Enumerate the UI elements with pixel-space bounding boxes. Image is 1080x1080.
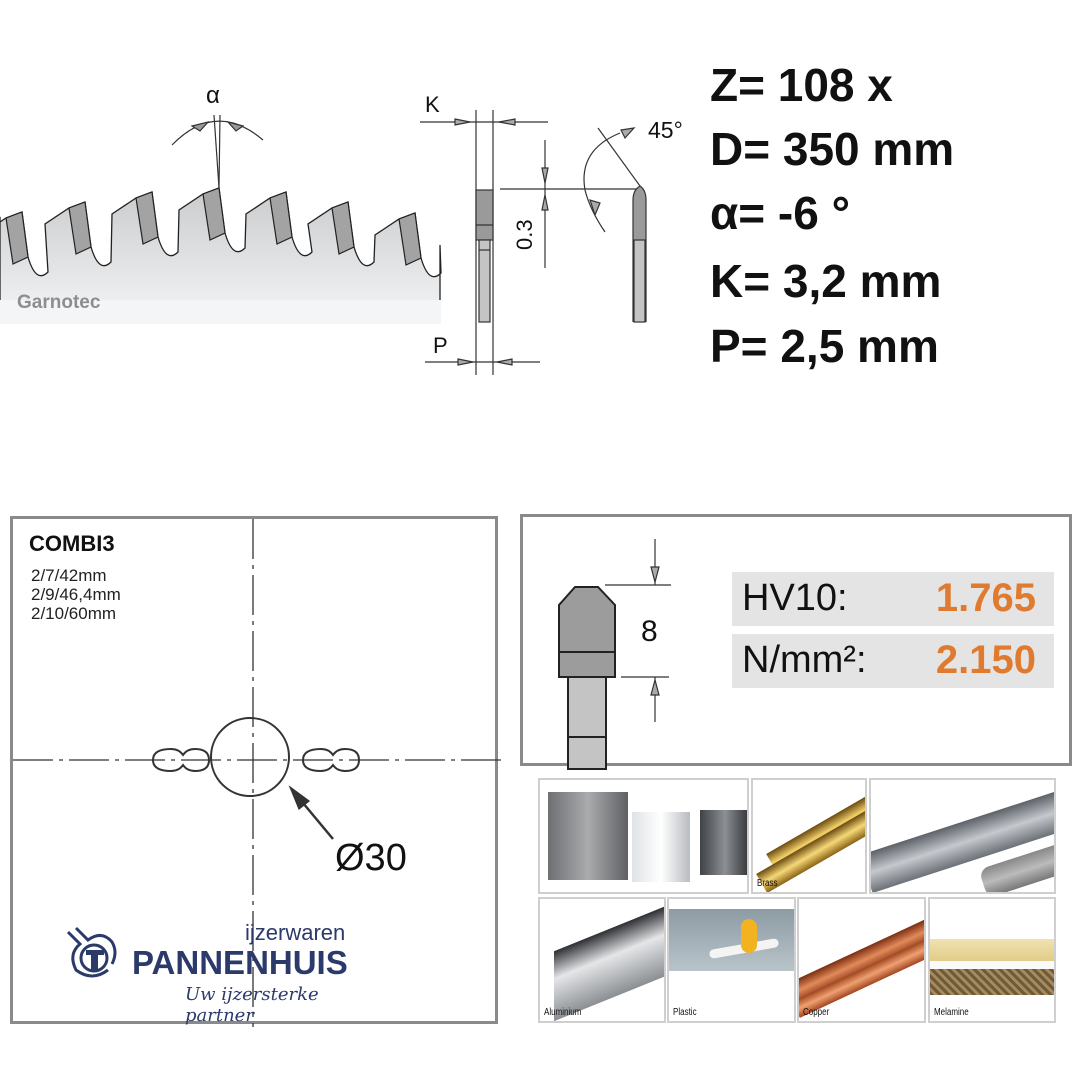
carbide-tip (5, 211, 29, 265)
kerf-label: K (425, 92, 440, 117)
hardness-value: 1.765 (935, 576, 1036, 620)
bore-diameter-label: Ø30 (335, 837, 407, 879)
material-label: Plastic (673, 1007, 697, 1018)
spec-plate: P= 2,5 mm (710, 320, 939, 372)
carbide-tip (68, 201, 92, 255)
logo-name: PANNENHUIS (132, 944, 348, 981)
hardness-label: HV10: (742, 577, 848, 619)
carbide-tip (269, 191, 293, 245)
tip-height-drawing (558, 539, 671, 770)
logo-mark-icon (66, 926, 117, 978)
bevel-angle-label: 45° (648, 117, 683, 143)
material-image-steel-profile (869, 778, 1056, 894)
material-tile-plastic: Plastic (667, 897, 796, 1023)
tooth-offset-label: 0.3 (512, 219, 537, 250)
carbide-tip (331, 201, 355, 255)
material-tile-melamine: Melamine (928, 897, 1056, 1023)
hardness-row-hv10: HV10: 1.765 (732, 572, 1054, 626)
blade-type-title: COMBI3 (29, 531, 115, 556)
material-label: Melamine (934, 1007, 969, 1018)
carbide-tip (398, 212, 422, 266)
alpha-angle-marker (171, 114, 264, 189)
tip-height-label: 8 (641, 615, 658, 648)
carbide-tip (135, 191, 159, 245)
plate-label: P (433, 333, 448, 358)
material-tile-copper: Copper (797, 897, 926, 1023)
saw-teeth (0, 187, 442, 324)
brand-watermark: Garnotec (17, 292, 101, 313)
spec-teeth: Z= 108 x (710, 59, 893, 111)
kerf-side-view (420, 110, 647, 375)
strength-label: N/mm²: (742, 639, 867, 681)
material-tile-aluminium: Aluminium (538, 897, 666, 1023)
pinhole-spec: 2/9/46,4mm (31, 585, 121, 604)
pinhole-spec: 2/10/60mm (31, 604, 117, 623)
spec-angle: α= -6 ° (710, 187, 850, 239)
pinhole-spec: 2/7/42mm (31, 566, 107, 585)
carbide-tip (202, 187, 226, 241)
material-label: Aluminium (544, 1007, 582, 1018)
logo-top-text: ijzerwaren (245, 920, 346, 945)
spec-diameter: D= 350 mm (710, 123, 955, 175)
blade-profile-diagram (0, 110, 647, 375)
logo-tagline: Uw ijzersterke partner (185, 984, 319, 1026)
material-tile-brass: Brass (751, 778, 867, 894)
material-label: Brass (757, 878, 778, 889)
bore-drawing (13, 519, 501, 1027)
alpha-label: α (206, 82, 220, 109)
material-image-profiles (538, 778, 749, 894)
hardness-row-strength: N/mm²: 2.150 (732, 634, 1054, 688)
blade-body-fill (0, 300, 441, 324)
strength-value: 2.150 (935, 638, 1036, 682)
spec-kerf: K= 3,2 mm (710, 255, 942, 307)
pannenhuis-logo: ijzerwaren PANNENHUIS Uw ijzersterke par… (60, 920, 370, 1026)
material-label: Copper (803, 1007, 830, 1018)
